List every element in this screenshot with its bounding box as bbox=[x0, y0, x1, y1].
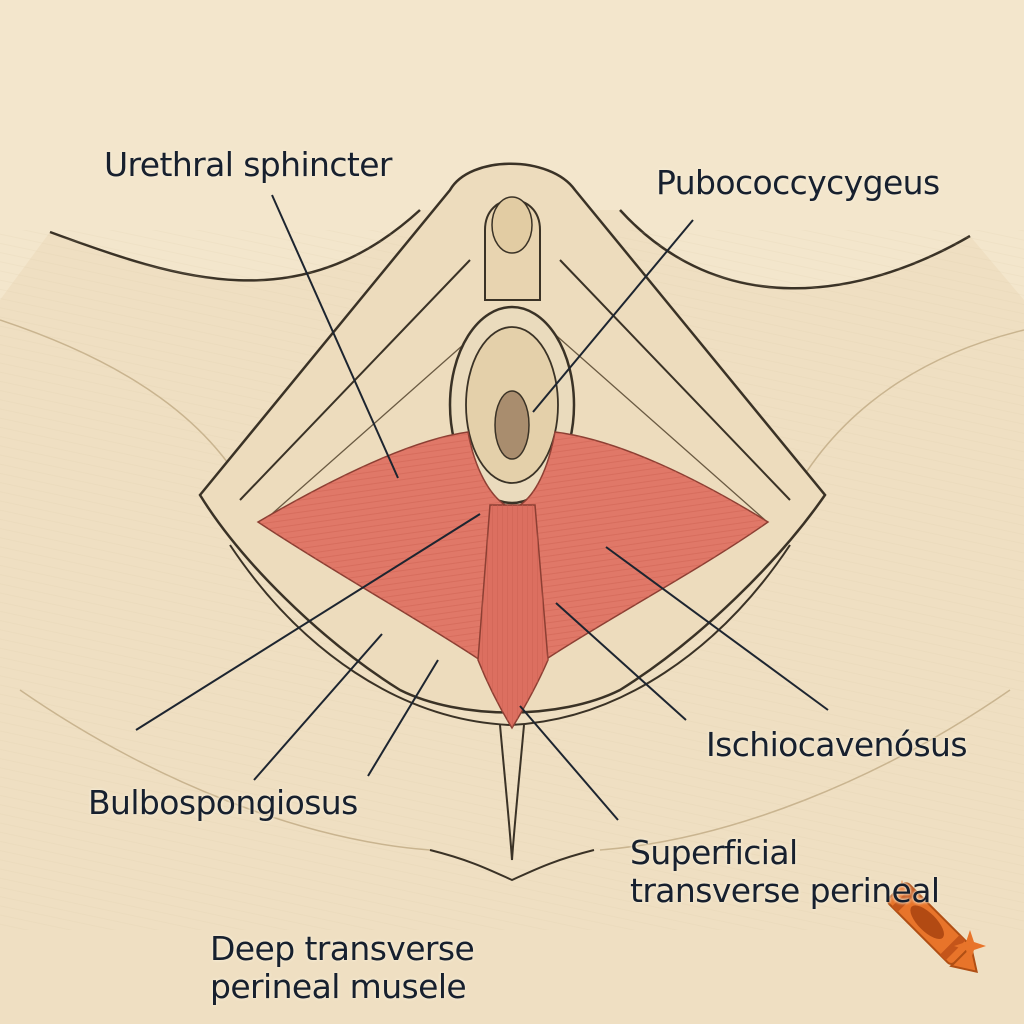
label-deep-transverse-perineal: Deep transverse perineal musele bbox=[210, 929, 475, 1007]
perineal-muscles bbox=[256, 431, 770, 730]
label-bulbospongiosus: Bulbospongiosus bbox=[88, 783, 358, 822]
label-urethral-sphincter: Urethral sphincter bbox=[104, 145, 393, 184]
vaginal-opening bbox=[448, 305, 576, 505]
leader-ischiocavernosus-2 bbox=[555, 602, 687, 721]
leader-bulbospongiosus-1 bbox=[135, 513, 481, 731]
leader-superficial bbox=[519, 705, 619, 821]
gluteal-cleft bbox=[429, 724, 595, 882]
label-ischiocavernosus: Ischiocavenósus bbox=[706, 725, 968, 764]
leader-lines bbox=[135, 194, 829, 821]
leader-bulbospongiosus-2 bbox=[253, 633, 383, 781]
leader-pubococcygeus bbox=[532, 219, 694, 413]
label-superficial-transverse-perineal: Superficial transverse perineal bbox=[630, 833, 940, 911]
leader-bulbospongiosus-3 bbox=[367, 659, 439, 777]
leader-ischiocavernosus-1 bbox=[605, 546, 829, 711]
label-pubococcygeus: Pubococcycygeus bbox=[656, 163, 940, 202]
crayon-icon bbox=[887, 882, 978, 973]
leader-urethral-sphincter bbox=[271, 194, 399, 479]
urethral-opening bbox=[484, 196, 541, 301]
sparkle-icon bbox=[894, 880, 986, 962]
